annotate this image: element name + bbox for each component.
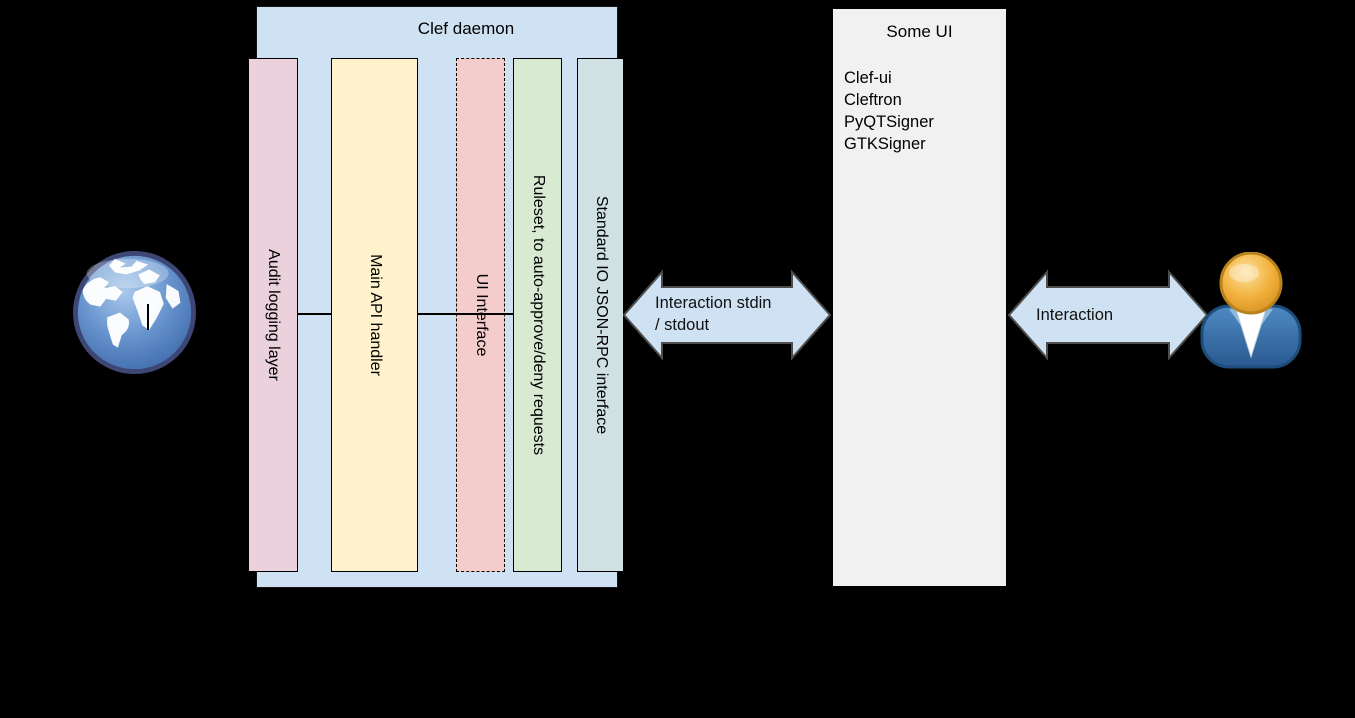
stdio-jsonrpc-label: Standard IO JSON-RPC interface — [592, 195, 610, 435]
connector-audit-to-api — [298, 313, 332, 315]
user-person-icon — [1200, 252, 1302, 369]
stdio-interaction-arrow-label: Interaction stdin / stdout — [655, 292, 771, 336]
connector-api-to-ruleset — [418, 313, 514, 315]
audit-logging-layer-bar: Audit logging layer — [248, 58, 298, 572]
audit-logging-layer-label: Audit logging layer — [265, 249, 282, 381]
stdio-interaction-arrow-label-line1: Interaction stdin — [655, 294, 772, 312]
internet-globe-icon — [72, 250, 197, 375]
clef-daemon-title: Clef daemon — [417, 19, 515, 38]
some-ui-item: Cleftron — [844, 91, 902, 109]
some-ui-title: Some UI — [886, 22, 953, 41]
some-ui-item: Clef-ui — [844, 69, 892, 87]
ruleset-label: Ruleset, to auto-approve/deny requests — [529, 174, 547, 456]
clef-daemon-box — [256, 6, 618, 588]
main-api-handler-label: Main API handler — [366, 254, 384, 376]
some-ui-box: Some UI Clef-ui Cleftron PyQTSigner GTKS… — [832, 8, 1007, 587]
stdio-jsonrpc-bar: Standard IO JSON-RPC interface — [577, 58, 624, 572]
some-ui-list: Clef-ui Cleftron PyQTSigner GTKSigner — [844, 67, 934, 155]
ruleset-bar: Ruleset, to auto-approve/deny requests — [513, 58, 562, 572]
stdio-interaction-arrow-label-line2: / stdout — [655, 316, 710, 334]
globe-cursor-mark — [147, 304, 149, 330]
main-api-handler-bar: Main API handler — [331, 58, 418, 572]
ui-interface-bar: UI Interface — [456, 58, 505, 572]
some-ui-item: PyQTSigner — [844, 113, 934, 131]
user-interaction-arrow-label: Interaction — [1036, 306, 1114, 324]
stdio-interaction-arrow — [623, 269, 832, 361]
stdio-interaction-arrow-shape — [623, 269, 832, 361]
some-ui-item: GTKSigner — [844, 135, 926, 153]
ui-interface-label: UI Interface — [472, 273, 490, 357]
